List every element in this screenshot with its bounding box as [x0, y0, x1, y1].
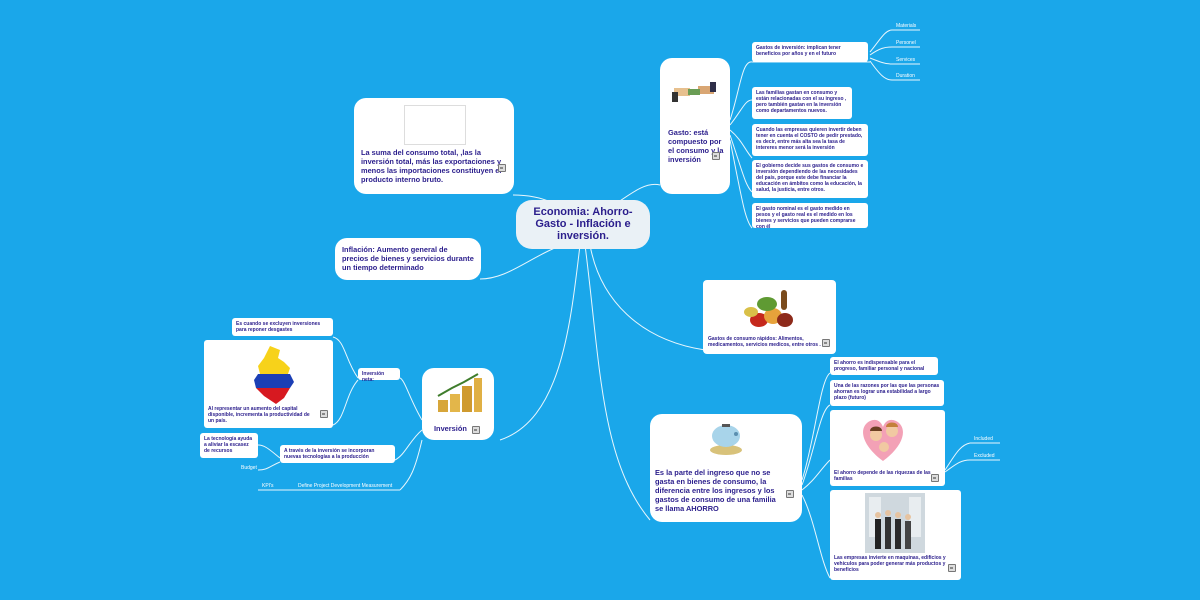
image-icon — [948, 564, 956, 572]
gasto-child-3-text: Cuando las empresas quieren invertir deb… — [756, 127, 863, 151]
gasto-child-4-text: El gobierno decide sus gastos de consumo… — [756, 163, 864, 193]
food-vegetables-icon — [744, 290, 793, 327]
inversion-node[interactable]: Inversión — [422, 368, 494, 440]
gasto-child-5-text: El gasto nominal es el gasto medido en p… — [756, 206, 856, 230]
image-icon — [822, 339, 830, 347]
central-topic-label: Economia: Ahorro- Gasto - Inflación e in… — [533, 206, 633, 242]
inflacion-node[interactable]: Inflación: Aumento general de precios de… — [335, 238, 481, 280]
gasto-node-text: Gasto: está compuesto por el consumo y l… — [668, 128, 724, 164]
coin-stacks-icon — [437, 373, 482, 412]
leaf-duration[interactable]: Duration — [896, 73, 915, 79]
leaf-materials[interactable]: Materials — [896, 23, 917, 29]
ahorro-child-2-text: Una de las razones por las que las perso… — [834, 383, 940, 401]
colombia-map-icon — [254, 346, 294, 404]
business-people-icon — [865, 493, 925, 553]
image-icon — [931, 474, 939, 482]
ahorro-child-3-text: El ahorro depende de las riquezas de las… — [834, 470, 931, 482]
inversion-tech[interactable]: A través de la inversión se incorporan n… — [280, 445, 395, 463]
inflacion-node-text: Inflación: Aumento general de precios de… — [342, 245, 474, 272]
leaf-personel[interactable]: Personel — [896, 40, 916, 46]
leaf-included[interactable]: Included — [974, 436, 993, 442]
inversion-neta[interactable]: Inversión neta: — [358, 368, 400, 383]
family-icon — [863, 419, 903, 461]
inversion-tech-text: A través de la inversión se incorporan n… — [284, 448, 375, 460]
image-icon — [712, 152, 720, 160]
inversion-neta-child-1-text: Es cuando se excluyen inversiones para r… — [236, 321, 321, 333]
image-icon — [786, 490, 794, 498]
ahorro-child-3[interactable]: El ahorro depende de las riquezas de las… — [830, 410, 945, 486]
inversion-node-text: Inversión — [434, 424, 467, 433]
inversion-neta-child-2-text: Al representar un aumento del capital di… — [208, 406, 310, 424]
image-icon — [320, 410, 328, 418]
gasto-child-2-text: Las familias gastan en consumo y están r… — [756, 90, 847, 114]
image-icon — [498, 164, 506, 172]
gasto-child-4[interactable]: El gobierno decide sus gastos de consumo… — [752, 160, 868, 198]
image-placeholder — [404, 105, 466, 145]
gasto-child-2[interactable]: Las familias gastan en consumo y están r… — [752, 87, 852, 119]
leaf-kpis[interactable]: KPI's — [262, 483, 274, 489]
ahorro-node[interactable]: Es la parte del ingreso que no se gasta … — [650, 414, 802, 522]
ahorro-child-4[interactable]: Las empresas invierte en maquinas, edifi… — [830, 490, 961, 580]
gasto-child-1[interactable]: Gastos de inversión: implican tener bene… — [752, 42, 868, 62]
inversion-neta-child-2[interactable]: Al representar un aumento del capital di… — [204, 340, 333, 428]
pib-node-text: La suma del consumo total, ,las la inver… — [361, 148, 502, 184]
gasto-child-1-text: Gastos de inversión: implican tener bene… — [756, 45, 841, 57]
ahorro-child-4-text: Las empresas invierte en maquinas, edifi… — [834, 555, 946, 573]
handshake-money-icon — [672, 82, 716, 102]
ahorro-node-text: Es la parte del ingreso que no se gasta … — [655, 468, 776, 513]
image-icon — [472, 426, 480, 434]
ahorro-child-1[interactable]: El ahorro es indispensable para el progr… — [830, 357, 938, 375]
pib-node[interactable]: La suma del consumo total, ,las la inver… — [354, 98, 514, 194]
ahorro-child-1-text: El ahorro es indispensable para el progr… — [834, 360, 925, 372]
leaf-excluded[interactable]: Excluded — [974, 453, 995, 459]
consumo-node[interactable]: Gastos de consumo rápidos: Alimentos, me… — [703, 280, 836, 354]
central-topic[interactable]: Economia: Ahorro- Gasto - Inflación e in… — [516, 200, 650, 249]
consumo-node-text: Gastos de consumo rápidos: Alimentos, me… — [708, 336, 821, 348]
piggy-bank-icon — [710, 424, 742, 455]
ahorro-child-2[interactable]: Una de las razones por las que las perso… — [830, 380, 944, 406]
gasto-node[interactable]: Gasto: está compuesto por el consumo y l… — [660, 58, 730, 194]
leaf-budget[interactable]: Budget — [241, 465, 257, 471]
gasto-child-5[interactable]: El gasto nominal es el gasto medido en p… — [752, 203, 868, 230]
gasto-child-3[interactable]: Cuando las empresas quieren invertir deb… — [752, 124, 868, 156]
inversion-tech-child-text: La tecnología ayuda a aliviar la escasez… — [204, 436, 253, 454]
leaf-define-project[interactable]: Define Project Development Measurement — [298, 483, 393, 489]
inversion-neta-child-1[interactable]: Es cuando se excluyen inversiones para r… — [232, 318, 333, 336]
inversion-neta-text: Inversión neta: — [362, 371, 385, 383]
leaf-services[interactable]: Services — [896, 57, 916, 63]
inversion-tech-child[interactable]: La tecnología ayuda a aliviar la escasez… — [200, 433, 258, 458]
